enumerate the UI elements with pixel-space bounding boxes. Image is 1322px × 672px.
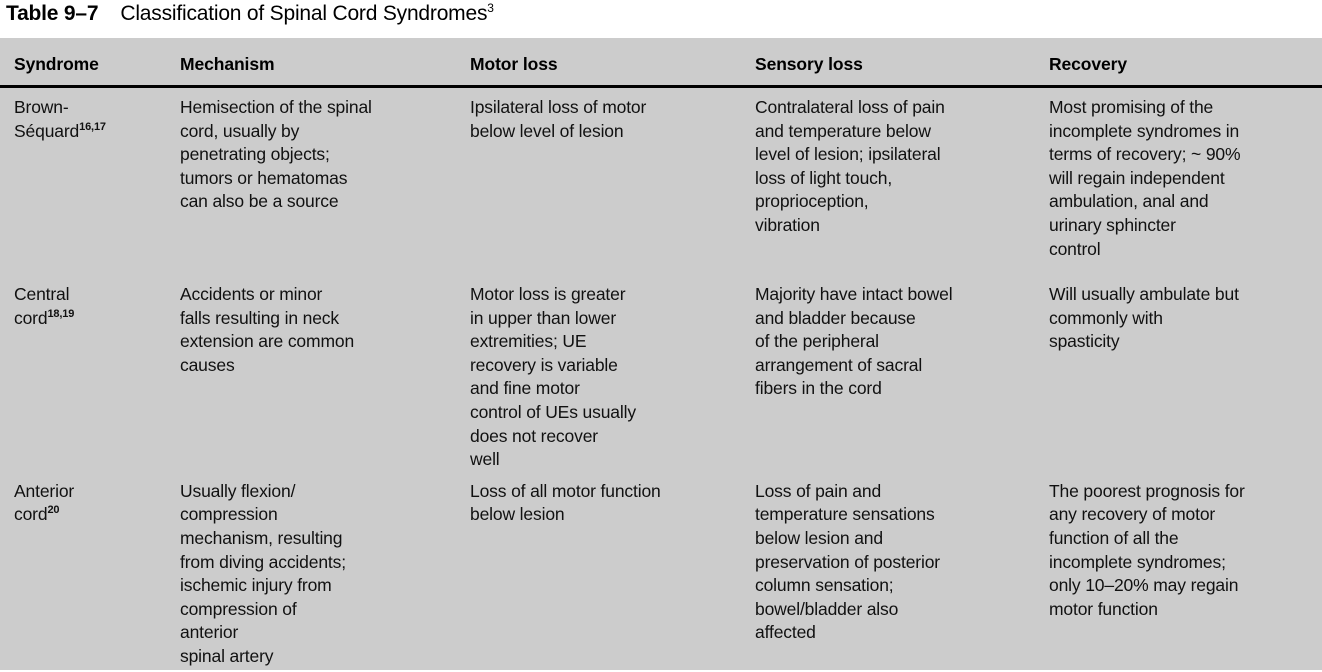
cell-syndrome-superscript: 18,19 — [47, 307, 75, 320]
cell-syndrome-name: Anterior cord — [14, 480, 75, 525]
cell-syndrome: Central cord18,19 — [0, 283, 180, 472]
column-header-motor-loss: Motor loss — [470, 53, 558, 74]
cell-recovery: Will usually ambulate but commonly with … — [1049, 284, 1239, 352]
cell-syndrome: Brown- Séquard16,17 — [0, 96, 180, 275]
table-number: Table 9–7 — [6, 2, 99, 25]
cell-mechanism: Hemisection of the spinal cord, usually … — [180, 97, 372, 212]
cell-recovery: Most promising of the incomplete syndrom… — [1049, 97, 1241, 259]
cell-mechanism: Accidents or minor falls resulting in ne… — [180, 284, 355, 375]
table-grid: Syndrome Mechanism Motor loss Sensory lo… — [0, 38, 1322, 672]
cell-syndrome-name: Central cord — [14, 284, 70, 328]
table-header-row: Syndrome Mechanism Motor loss Sensory lo… — [0, 38, 1322, 88]
cell-mechanism: Usually flexion/ compression mechanism, … — [180, 480, 346, 666]
table-row: Brown- Séquard16,17 Hemisection of the s… — [0, 88, 1322, 275]
column-header-mechanism: Mechanism — [180, 53, 275, 74]
table-title-superscript: 3 — [487, 1, 494, 15]
column-header-sensory-loss: Sensory loss — [755, 53, 863, 74]
table-caption: Table 9–7 Classification of Spinal Cord … — [0, 0, 1322, 38]
table-row: Anterior cord20 Usually flexion/ compres… — [0, 472, 1322, 672]
column-header-recovery: Recovery — [1049, 53, 1128, 74]
column-header-syndrome: Syndrome — [14, 53, 99, 74]
table-row: Central cord18,19 Accidents or minor fal… — [0, 275, 1322, 472]
table-body-area: Syndrome Mechanism Motor loss Sensory lo… — [0, 38, 1322, 670]
cell-motor-loss: Motor loss is greater in upper than lowe… — [470, 284, 636, 470]
cell-recovery: The poorest prognosis for any recovery o… — [1049, 480, 1245, 619]
table-title-text: Classification of Spinal Cord Syndromes — [120, 2, 488, 25]
cell-motor-loss: Loss of all motor function below lesion — [470, 480, 661, 525]
cell-syndrome-superscript: 20 — [47, 504, 60, 517]
cell-sensory-loss: Loss of pain and temperature sensations … — [755, 480, 940, 643]
cell-sensory-loss: Majority have intact bowel and bladder b… — [755, 284, 953, 399]
table-title: Classification of Spinal Cord Syndromes3 — [120, 1, 494, 27]
cell-sensory-loss: Contralateral loss of pain and temperatu… — [755, 97, 945, 235]
cell-syndrome-superscript: 16,17 — [79, 120, 106, 133]
cell-syndrome: Anterior cord20 — [0, 480, 180, 672]
cell-motor-loss: Ipsilateral loss of motor below level of… — [470, 97, 647, 141]
cell-syndrome-name: Brown- Séquard — [14, 97, 80, 141]
